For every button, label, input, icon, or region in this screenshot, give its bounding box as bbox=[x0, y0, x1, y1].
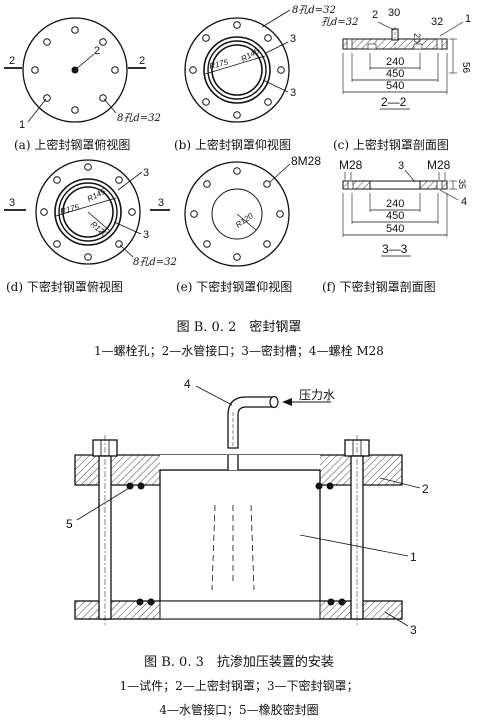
asm-label-2: 2 bbox=[422, 482, 429, 496]
d-holes-label: 8孔d=32 bbox=[133, 256, 177, 268]
fig-b03-title: 图 B. 0. 3 抗渗加压装置的安装 bbox=[144, 654, 334, 670]
f-dim-240: 240 bbox=[386, 198, 404, 210]
e-bolts-label: 8M28 bbox=[291, 154, 321, 168]
c-section-mark: 2—2 bbox=[381, 95, 407, 109]
f-caption: (f) 下密封钢罩剖面图 bbox=[322, 279, 436, 294]
f-m28-left: M28 bbox=[339, 158, 363, 172]
f-dim-540: 540 bbox=[386, 223, 404, 235]
b-label-3a: 3 bbox=[290, 33, 296, 45]
c-dim-30: 30 bbox=[388, 7, 400, 19]
f-label-4: 4 bbox=[461, 196, 467, 208]
b-radius-outer: R175 bbox=[208, 57, 229, 70]
c-dim-32: 32 bbox=[431, 16, 443, 28]
rubber-seals bbox=[126, 482, 346, 606]
c-dim-450: 450 bbox=[386, 68, 404, 80]
a-caption: (a) 上密封钢罩俯视图 bbox=[14, 137, 130, 152]
c-caption: (c) 上密封钢罩剖面图 bbox=[333, 137, 449, 152]
a-holes-label: 8孔d=32 bbox=[117, 112, 161, 124]
fig-b02-title: 图 B. 0. 2 密封钢罩 bbox=[177, 319, 302, 335]
c-dim-240: 240 bbox=[386, 56, 404, 68]
asm-label-3: 3 bbox=[410, 623, 417, 637]
c-dim-540: 540 bbox=[386, 80, 404, 92]
d-section-left: 3 bbox=[9, 197, 15, 209]
e-caption: (e) 下密封钢罩仰视图 bbox=[176, 279, 292, 294]
d-label-3b: 3 bbox=[143, 229, 149, 241]
view-b-upper-cover-bottom: 8孔d=32 3 3 R175 R145 (b) 上密封钢罩仰视图 bbox=[174, 4, 336, 152]
view-e-lower-cover-bottom: 8M28 R120 (e) 下密封钢罩仰视图 bbox=[176, 154, 321, 294]
f-label-3: 3 bbox=[398, 160, 404, 172]
asm-label-4: 4 bbox=[184, 377, 191, 391]
a-section-left: 2 bbox=[9, 55, 15, 67]
view-c-upper-cover-section: 孔d=32 2 30 32 1 20 56 240 450 540 2—2 (c… bbox=[321, 7, 471, 152]
asm-label-1: 1 bbox=[410, 550, 417, 564]
d-section-right: 3 bbox=[158, 197, 164, 209]
b-holes-label: 8孔d=32 bbox=[292, 4, 336, 16]
f-section-mark: 3—3 bbox=[382, 242, 408, 256]
f-dim-35: 35 bbox=[457, 179, 467, 189]
fig-b03-legend-1: 1—试件；2—上密封钢罩；3—下密封钢罩； bbox=[120, 678, 359, 693]
c-dim-56: 56 bbox=[460, 62, 471, 74]
c-label-1: 1 bbox=[465, 13, 471, 25]
b-radius-inner: R145 bbox=[240, 46, 262, 64]
d-caption: (d) 下密封钢罩俯视图 bbox=[6, 279, 123, 294]
f-m28-right: M28 bbox=[427, 158, 451, 172]
d-radius-a: R175 bbox=[59, 202, 80, 215]
a-section-right: 2 bbox=[139, 55, 145, 67]
assembly-drawing: 4 压力水 2 5 1 3 bbox=[66, 377, 429, 637]
fig-b03-legend-2: 4—水管接口；5—橡胶密封圈 bbox=[159, 702, 318, 717]
d-label-3a: 3 bbox=[143, 167, 149, 179]
seepage-lines bbox=[211, 504, 255, 591]
c-dim-20: 20 bbox=[412, 33, 422, 43]
b-caption: (b) 上密封钢罩仰视图 bbox=[174, 137, 291, 152]
a-label-1: 1 bbox=[19, 119, 25, 131]
view-f-lower-cover-section: M28 M28 3 4 35 240 450 540 3—3 (f) 下密封钢罩… bbox=[322, 158, 467, 294]
view-d-lower-cover-top: 3 3 8孔d=32 3 3 R175 R145 R120 (d) 下密封钢罩俯… bbox=[4, 159, 177, 294]
f-dim-450: 450 bbox=[386, 210, 404, 222]
water-pipe bbox=[227, 396, 273, 449]
view-a-upper-cover-top: 2 1 8孔d=32 2 2 (a) 上密封钢罩俯视图 bbox=[4, 17, 161, 152]
fig-b02-legend: 1—螺栓孔；2—水管接口；3—密封槽；4—螺栓 M28 bbox=[94, 343, 384, 358]
b-label-3b: 3 bbox=[290, 87, 296, 99]
c-hole-label: 孔d=32 bbox=[321, 16, 359, 28]
asm-label-5: 5 bbox=[66, 517, 73, 531]
a-label-2: 2 bbox=[94, 45, 100, 57]
pressure-water-label: 压力水 bbox=[299, 388, 335, 402]
c-label-2: 2 bbox=[372, 9, 378, 21]
